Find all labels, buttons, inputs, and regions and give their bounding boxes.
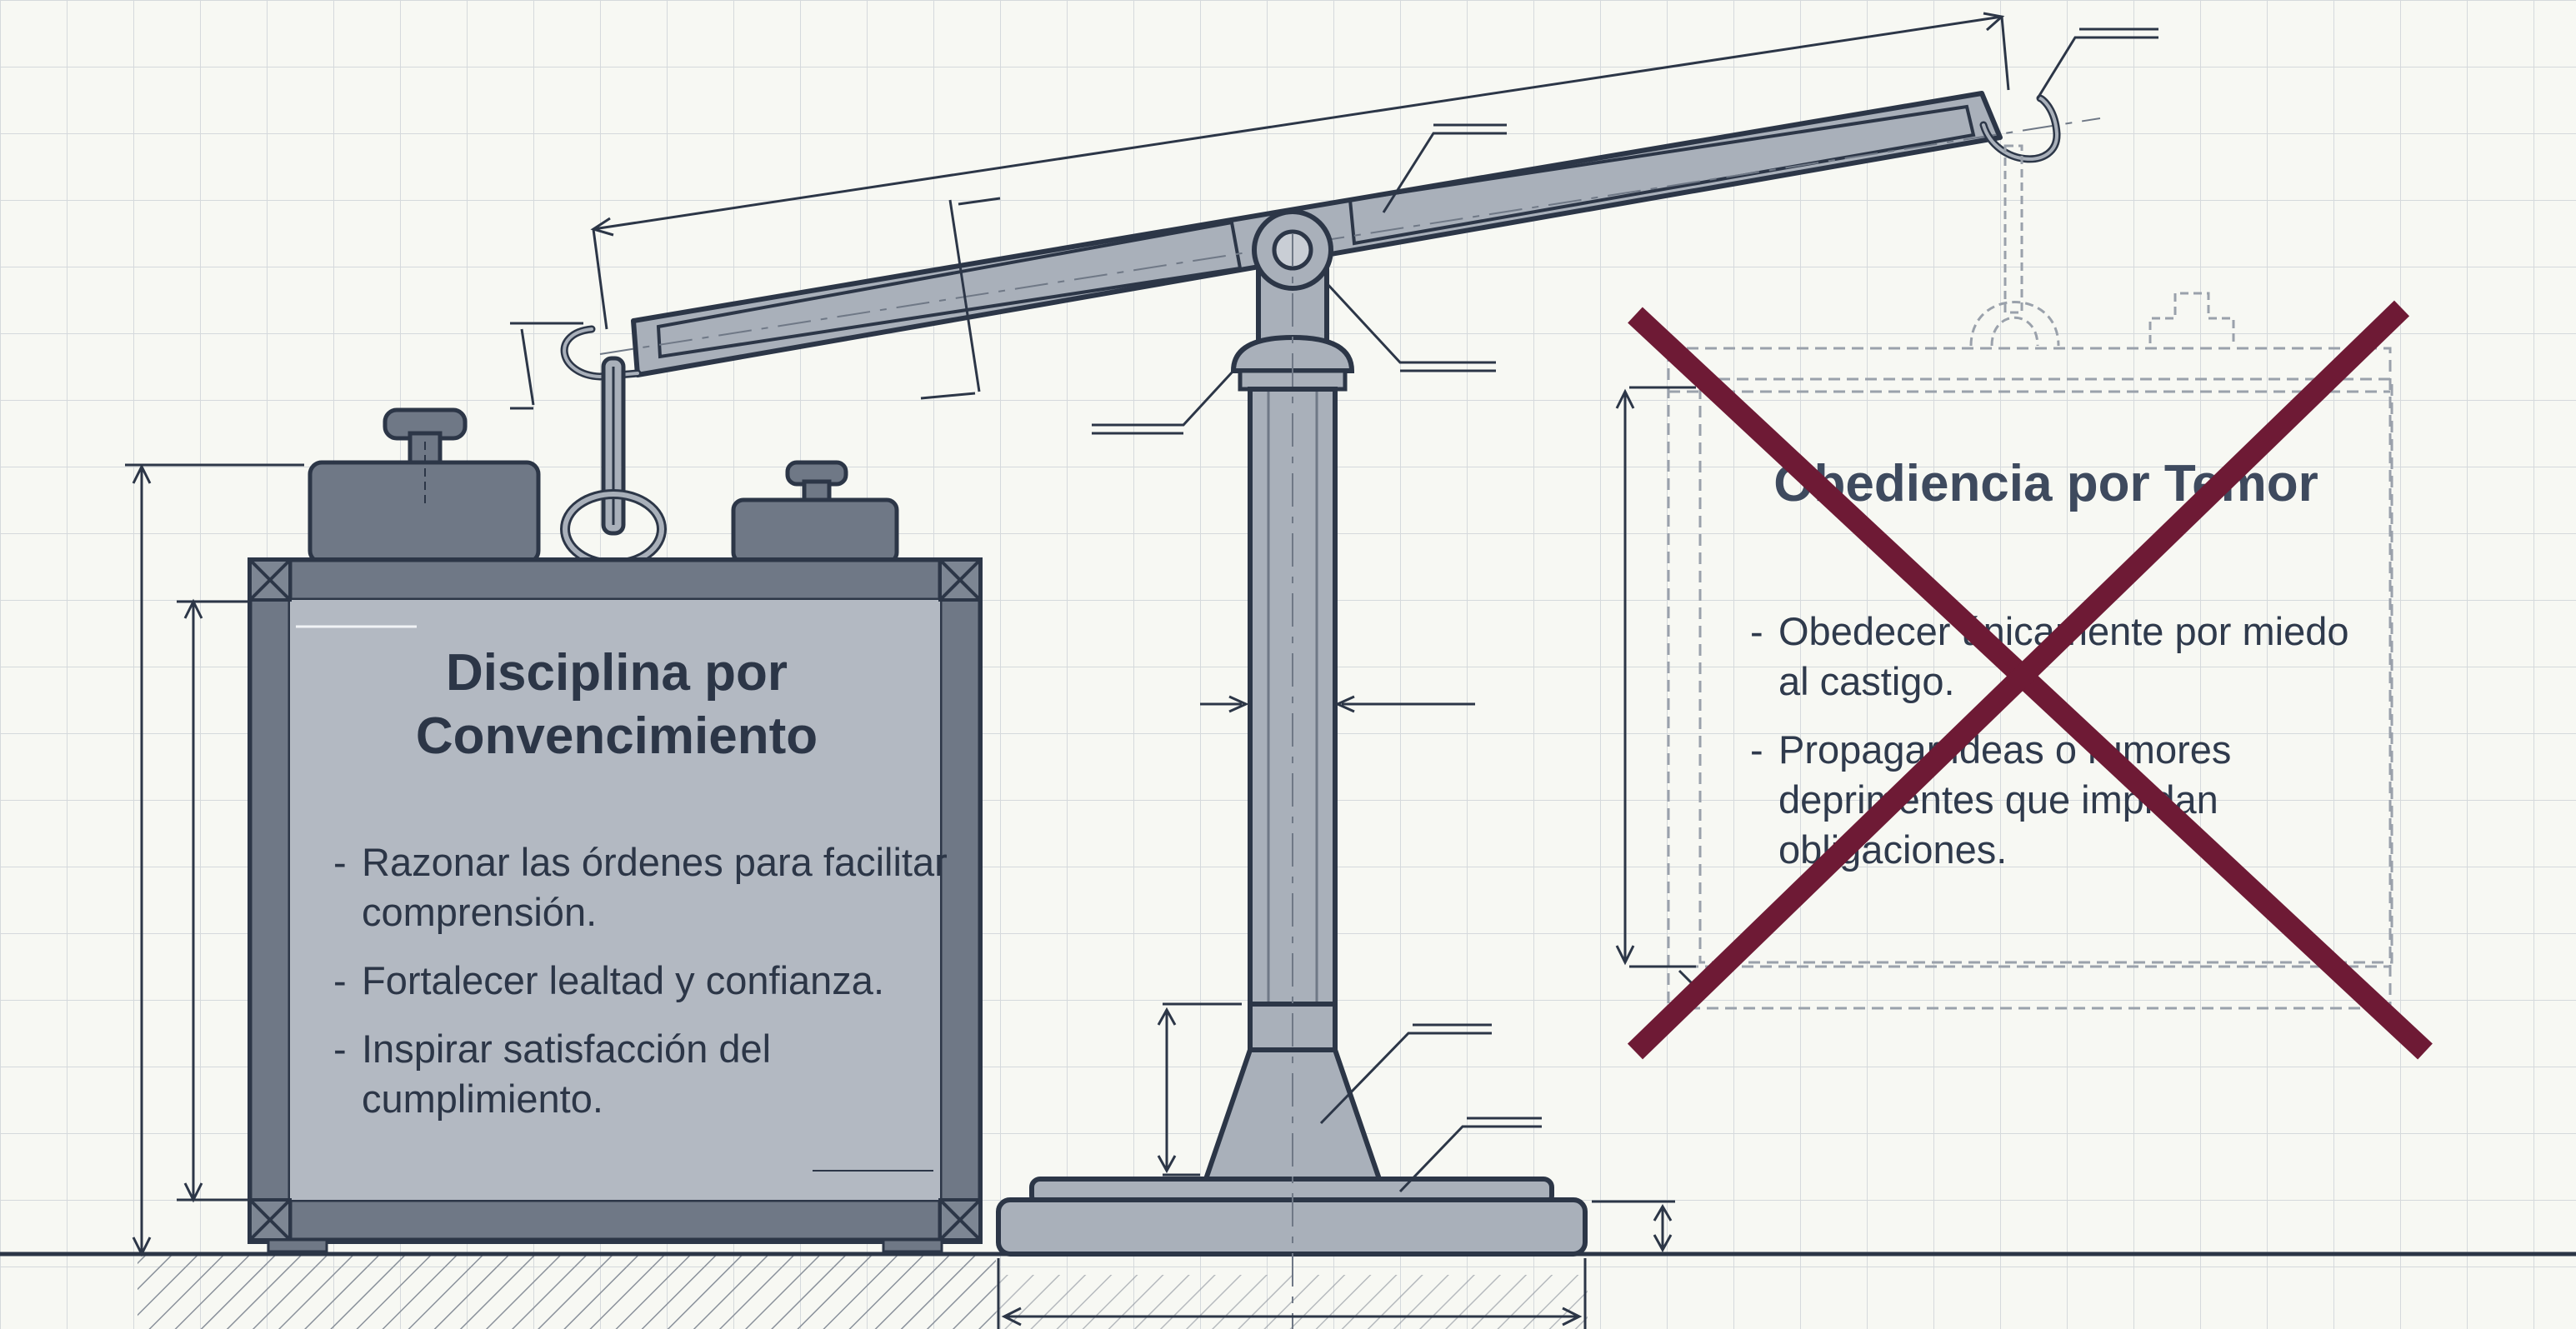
ground xyxy=(0,1252,2576,1329)
ghost-right-box xyxy=(1667,347,2393,1010)
left-box-item: Razonar las órdenes para facilitar compr… xyxy=(333,837,967,937)
left-box-title-line-1: Disciplina por xyxy=(446,644,788,702)
left-weights xyxy=(308,407,899,565)
left-box-item: Inspirar satisfacción del cumplimiento. xyxy=(333,1024,967,1124)
left-box-title-line-2: Convencimiento xyxy=(415,707,818,765)
dimension-lines xyxy=(125,12,2158,1329)
left-box-item: Fortalecer lealtad y confianza. xyxy=(333,956,967,1006)
scale-pillar xyxy=(996,209,1588,1329)
left-box-list: Razonar las órdenes para facilitar compr… xyxy=(333,837,967,1142)
left-box-title: Disciplina por Convencimiento xyxy=(250,642,983,767)
right-hook xyxy=(1969,94,2235,347)
cross-stroke-2 xyxy=(1627,300,2410,1060)
